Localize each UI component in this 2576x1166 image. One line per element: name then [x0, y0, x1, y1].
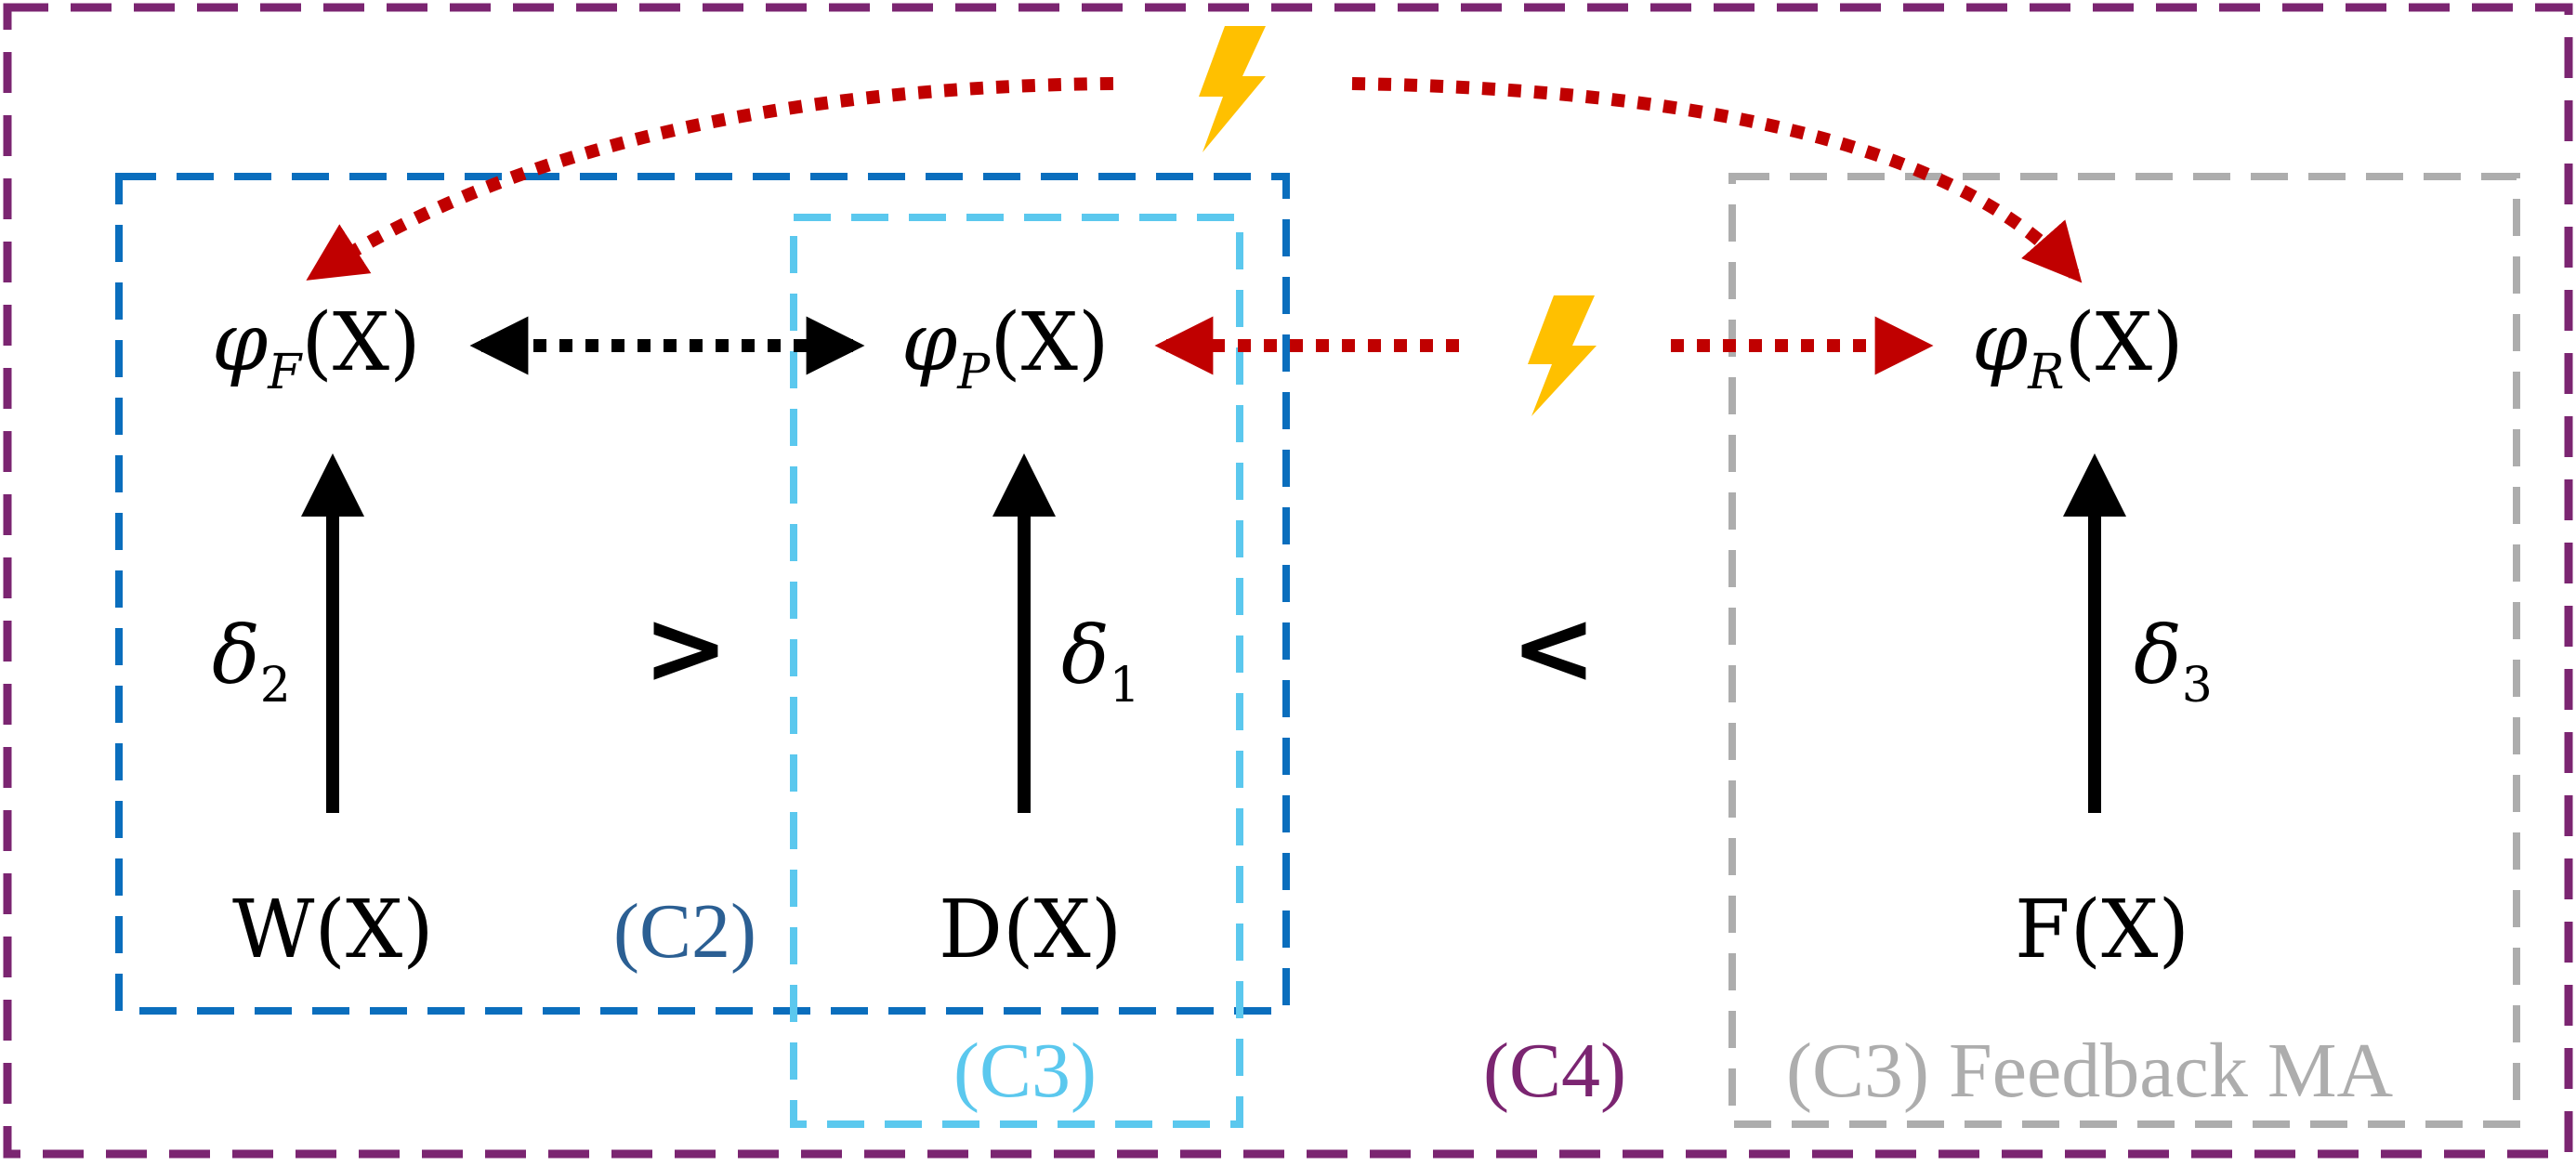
- delta-3: δ3: [2134, 609, 2213, 714]
- f-node: F(X): [2015, 884, 2189, 976]
- phi-r-node: φR(X): [1972, 296, 2184, 400]
- c3-label: (C3): [953, 1028, 1097, 1114]
- arrow-f-to-phi-r: [2063, 453, 2126, 813]
- greater-than-sign: >: [643, 588, 729, 707]
- c2-label: (C2): [613, 888, 756, 975]
- c3-box: [790, 214, 1243, 1128]
- delta-2: δ2: [212, 609, 291, 714]
- lightning-bolt-icon: [1528, 295, 1597, 416]
- c4-label: (C4): [1483, 1028, 1626, 1114]
- arrow-w-to-phi-f: [301, 453, 364, 813]
- c3-feedback-label: (C3) Feedback MA: [1786, 1028, 2394, 1114]
- arrow-bolt-to-phi-f: [306, 77, 1114, 281]
- less-than-sign: <: [1511, 588, 1597, 707]
- outer-c4-box: [3, 3, 2573, 1159]
- c2-box: [115, 173, 1290, 1015]
- d-node: D(X): [939, 884, 1122, 976]
- phi-f-node: φF(X): [212, 296, 421, 400]
- arrow-d-to-phi-p: [992, 453, 1056, 813]
- lightning-bolt-icon: [1199, 26, 1266, 152]
- phi-p-node: φP(X): [901, 296, 1110, 400]
- delta-1: δ1: [1061, 609, 1140, 714]
- w-node: W(X): [232, 884, 434, 976]
